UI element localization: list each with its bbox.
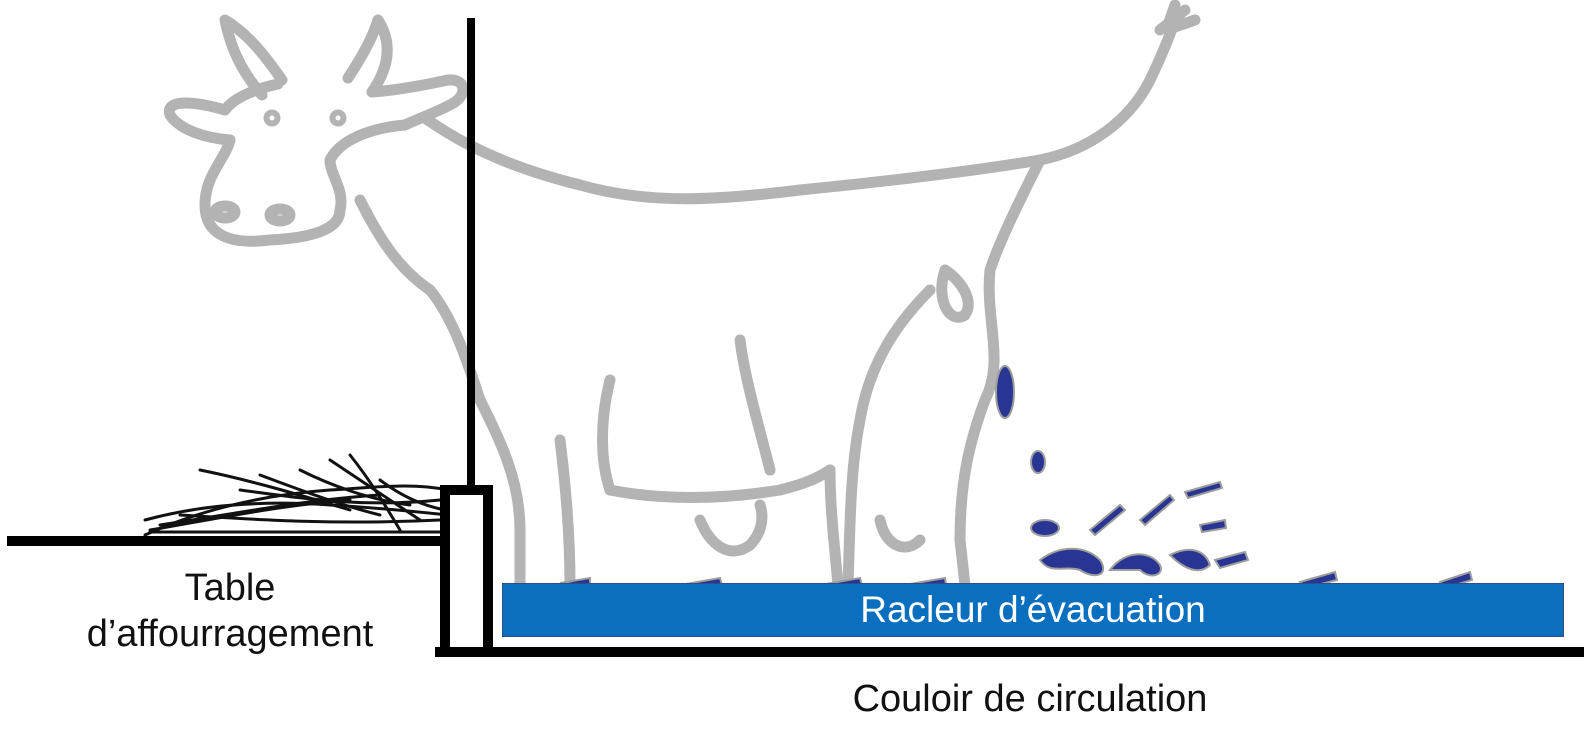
hay-pile-icon <box>143 453 450 537</box>
manure-splash-icon <box>559 365 1474 590</box>
feed-table-label-line1: Table <box>184 567 276 609</box>
scraper-label: Racleur d’évacuation <box>860 589 1206 630</box>
feed-table-label: Table d’affourragement <box>40 565 420 657</box>
feed-table-label-line2: d’affourragement <box>86 613 374 655</box>
barn-structure <box>7 18 1584 657</box>
corridor-label: Couloir de circulation <box>852 678 1208 720</box>
manure-scraper-bar: Racleur d’évacuation <box>502 583 1564 637</box>
curb <box>440 485 493 653</box>
